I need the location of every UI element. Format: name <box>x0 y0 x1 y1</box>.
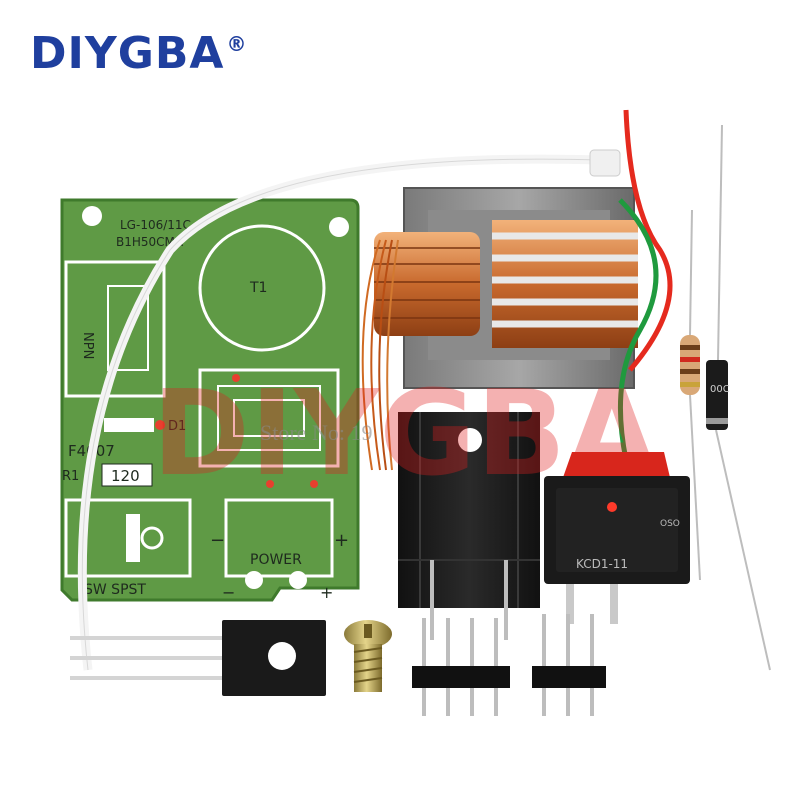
diode-label: D1 <box>168 419 186 434</box>
screw <box>344 620 392 692</box>
power-plus-label: + <box>334 530 349 551</box>
transistor <box>70 620 326 696</box>
brand-name: DIYGBA <box>30 28 225 79</box>
hv-transformer <box>361 187 638 471</box>
pcb-model-line2: B1H50CMA <box>116 235 184 249</box>
pcb-model-line1: LG-106/11C <box>120 218 191 232</box>
diode: 00C <box>706 124 771 671</box>
diode-footprint <box>104 418 154 432</box>
brand-logo: DIYGBA® <box>30 32 247 76</box>
power-minus-label-bottom: − <box>222 583 235 602</box>
cable-tie <box>77 149 621 671</box>
switch-label: SW SPST <box>84 582 146 598</box>
rocker-switch: KCD1-11 OSO <box>544 452 690 624</box>
hv-lead-green <box>617 198 659 461</box>
brand-registered-mark: ® <box>226 32 248 56</box>
npn-footprint <box>64 260 166 398</box>
power-label: POWER <box>250 552 302 568</box>
resistor-ref-label: R1 <box>62 469 79 484</box>
hv-lead-red <box>623 109 673 372</box>
pin-header-3 <box>532 614 606 716</box>
npn-label: NPN <box>80 332 95 359</box>
power-plus-label-bottom: + <box>320 583 333 602</box>
resistor <box>680 209 701 581</box>
pin-header-4 <box>412 618 510 716</box>
mounting-hole <box>329 217 349 237</box>
switch-marking: KCD1-11 <box>576 557 628 571</box>
heatsink <box>398 412 540 640</box>
mounting-hole <box>82 206 102 226</box>
transformer-label: T1 <box>249 280 267 296</box>
transformer-footprint <box>198 224 326 352</box>
resistor-value-label: 120 <box>111 467 140 485</box>
power-minus-label: − <box>210 530 225 551</box>
power-footprint <box>224 498 334 578</box>
coil-footprint <box>198 368 340 468</box>
switch-marking2: OSO <box>660 519 680 529</box>
watermark-store: Store No: 19 <box>260 420 372 445</box>
diode-marking: 00C <box>710 384 730 395</box>
switch-footprint <box>64 498 192 578</box>
pcb-board: LG-106/11C B1H50CMA T1 NPN D1 F4007 R1 1… <box>60 198 360 602</box>
resistor-footprint <box>101 463 153 487</box>
